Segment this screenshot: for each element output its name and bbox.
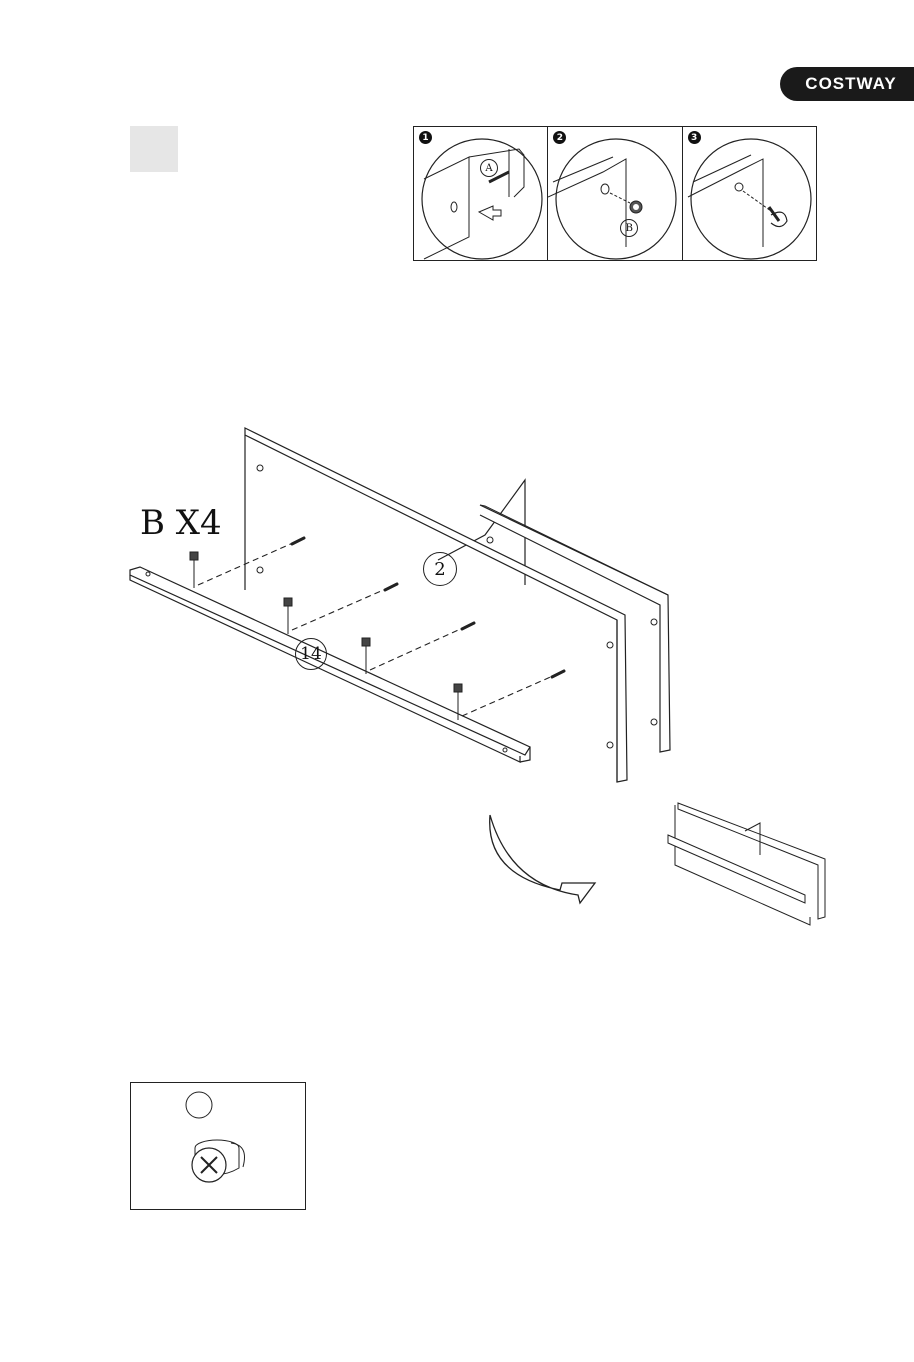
- assembly-diagram: [120, 420, 690, 790]
- part-label-2: 2: [423, 552, 457, 586]
- guide-panel-1: 1 A: [414, 127, 548, 260]
- cam-lock-step-guide: 1 A 2 B 3: [413, 126, 817, 261]
- tighten-cam-illustration: [683, 127, 816, 260]
- insert-bolt-illustration: [414, 127, 548, 260]
- step-3-badge: 3: [688, 131, 701, 144]
- cam-lock-icon: [131, 1083, 307, 1211]
- callout-a: A: [480, 159, 498, 177]
- rotate-arrow-icon: [490, 815, 595, 903]
- guide-panel-3: 3: [683, 127, 816, 260]
- part-label-14: 14: [295, 638, 327, 670]
- step-number-box: [130, 126, 178, 172]
- flip-over-illustration: [480, 795, 840, 935]
- insert-cam-illustration: [548, 127, 682, 260]
- costway-logo: COSTWAY: [780, 67, 914, 101]
- cam-lock-part-card: [130, 1082, 306, 1210]
- step-1-badge: 1: [419, 131, 432, 144]
- guide-panel-2: 2 B: [548, 127, 682, 260]
